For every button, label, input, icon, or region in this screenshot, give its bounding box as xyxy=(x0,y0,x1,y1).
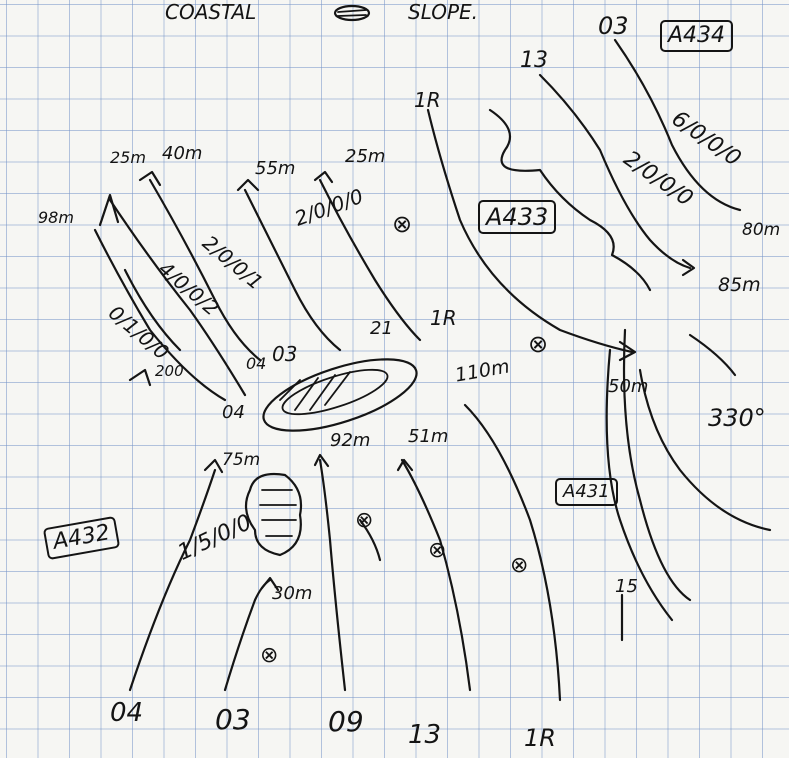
label-13-top: 13 xyxy=(520,50,548,72)
arrowhead xyxy=(130,370,150,385)
box-a433: A433 xyxy=(478,200,556,234)
bottom-label-1r: 1R xyxy=(524,726,556,750)
dist-330: 330° xyxy=(708,406,766,430)
x-mark-3: ⊗ xyxy=(355,510,373,532)
label-1r-top: 1R xyxy=(414,90,441,110)
label-15: 15 xyxy=(615,578,638,596)
arrowhead xyxy=(205,460,222,472)
arrowhead xyxy=(238,180,258,190)
dist-51: 51m xyxy=(408,428,448,446)
box-a431: A431 xyxy=(555,478,618,506)
x-mark-1: ⊗ xyxy=(392,212,412,236)
x-mark-4: ⊗ xyxy=(428,540,446,562)
route-line xyxy=(130,470,215,690)
lower-blob-hatching xyxy=(260,490,296,536)
arrowhead xyxy=(140,172,160,185)
label-03-mid: 03 xyxy=(272,344,297,364)
x-mark-2: ⊗ xyxy=(528,332,548,356)
label-04b: 04 xyxy=(222,404,245,422)
label-03-top: 03 xyxy=(598,14,629,38)
dist-85: 85m xyxy=(718,276,761,295)
dist-98: 98m xyxy=(38,210,74,226)
route-line xyxy=(225,580,270,690)
bottom-label-04: 04 xyxy=(110,700,143,726)
label-04a: 04 xyxy=(246,356,266,372)
heading-scribble xyxy=(335,6,369,20)
bottom-label-09: 09 xyxy=(328,708,364,736)
route-line xyxy=(320,460,345,690)
heading-right: SLOPE. xyxy=(408,2,478,22)
dist-40: 40m xyxy=(162,145,202,163)
dist-50: 50m xyxy=(608,378,648,396)
box-a434: A434 xyxy=(660,20,733,52)
x-mark-5: ⊗ xyxy=(510,555,528,577)
dist-30: 30m xyxy=(272,585,312,603)
bottom-label-03: 03 xyxy=(215,706,251,734)
heading-left: COASTAL xyxy=(165,2,256,22)
route-line xyxy=(640,370,770,530)
dist-55: 55m xyxy=(255,160,295,178)
dist-92: 92m xyxy=(330,432,370,450)
arrowhead xyxy=(315,172,332,182)
route-line xyxy=(402,460,470,690)
arrowhead xyxy=(100,195,118,225)
label-21: 21 xyxy=(370,320,393,338)
label-1r-mid: 1R xyxy=(430,308,457,328)
route-line xyxy=(690,335,735,375)
dist-75: 75m xyxy=(222,452,260,469)
route-line xyxy=(624,330,690,600)
dist-25b: 25m xyxy=(345,148,385,166)
blob-hatching xyxy=(280,372,350,410)
heading-scribble-fill xyxy=(338,10,366,16)
dist-25a: 25m xyxy=(110,150,146,166)
dist-200: 200 xyxy=(155,364,184,379)
x-mark-6: ⊗ xyxy=(260,645,278,667)
bottom-label-13: 13 xyxy=(408,722,441,748)
lower-blob xyxy=(246,474,301,555)
dist-80: 80m xyxy=(742,222,780,239)
